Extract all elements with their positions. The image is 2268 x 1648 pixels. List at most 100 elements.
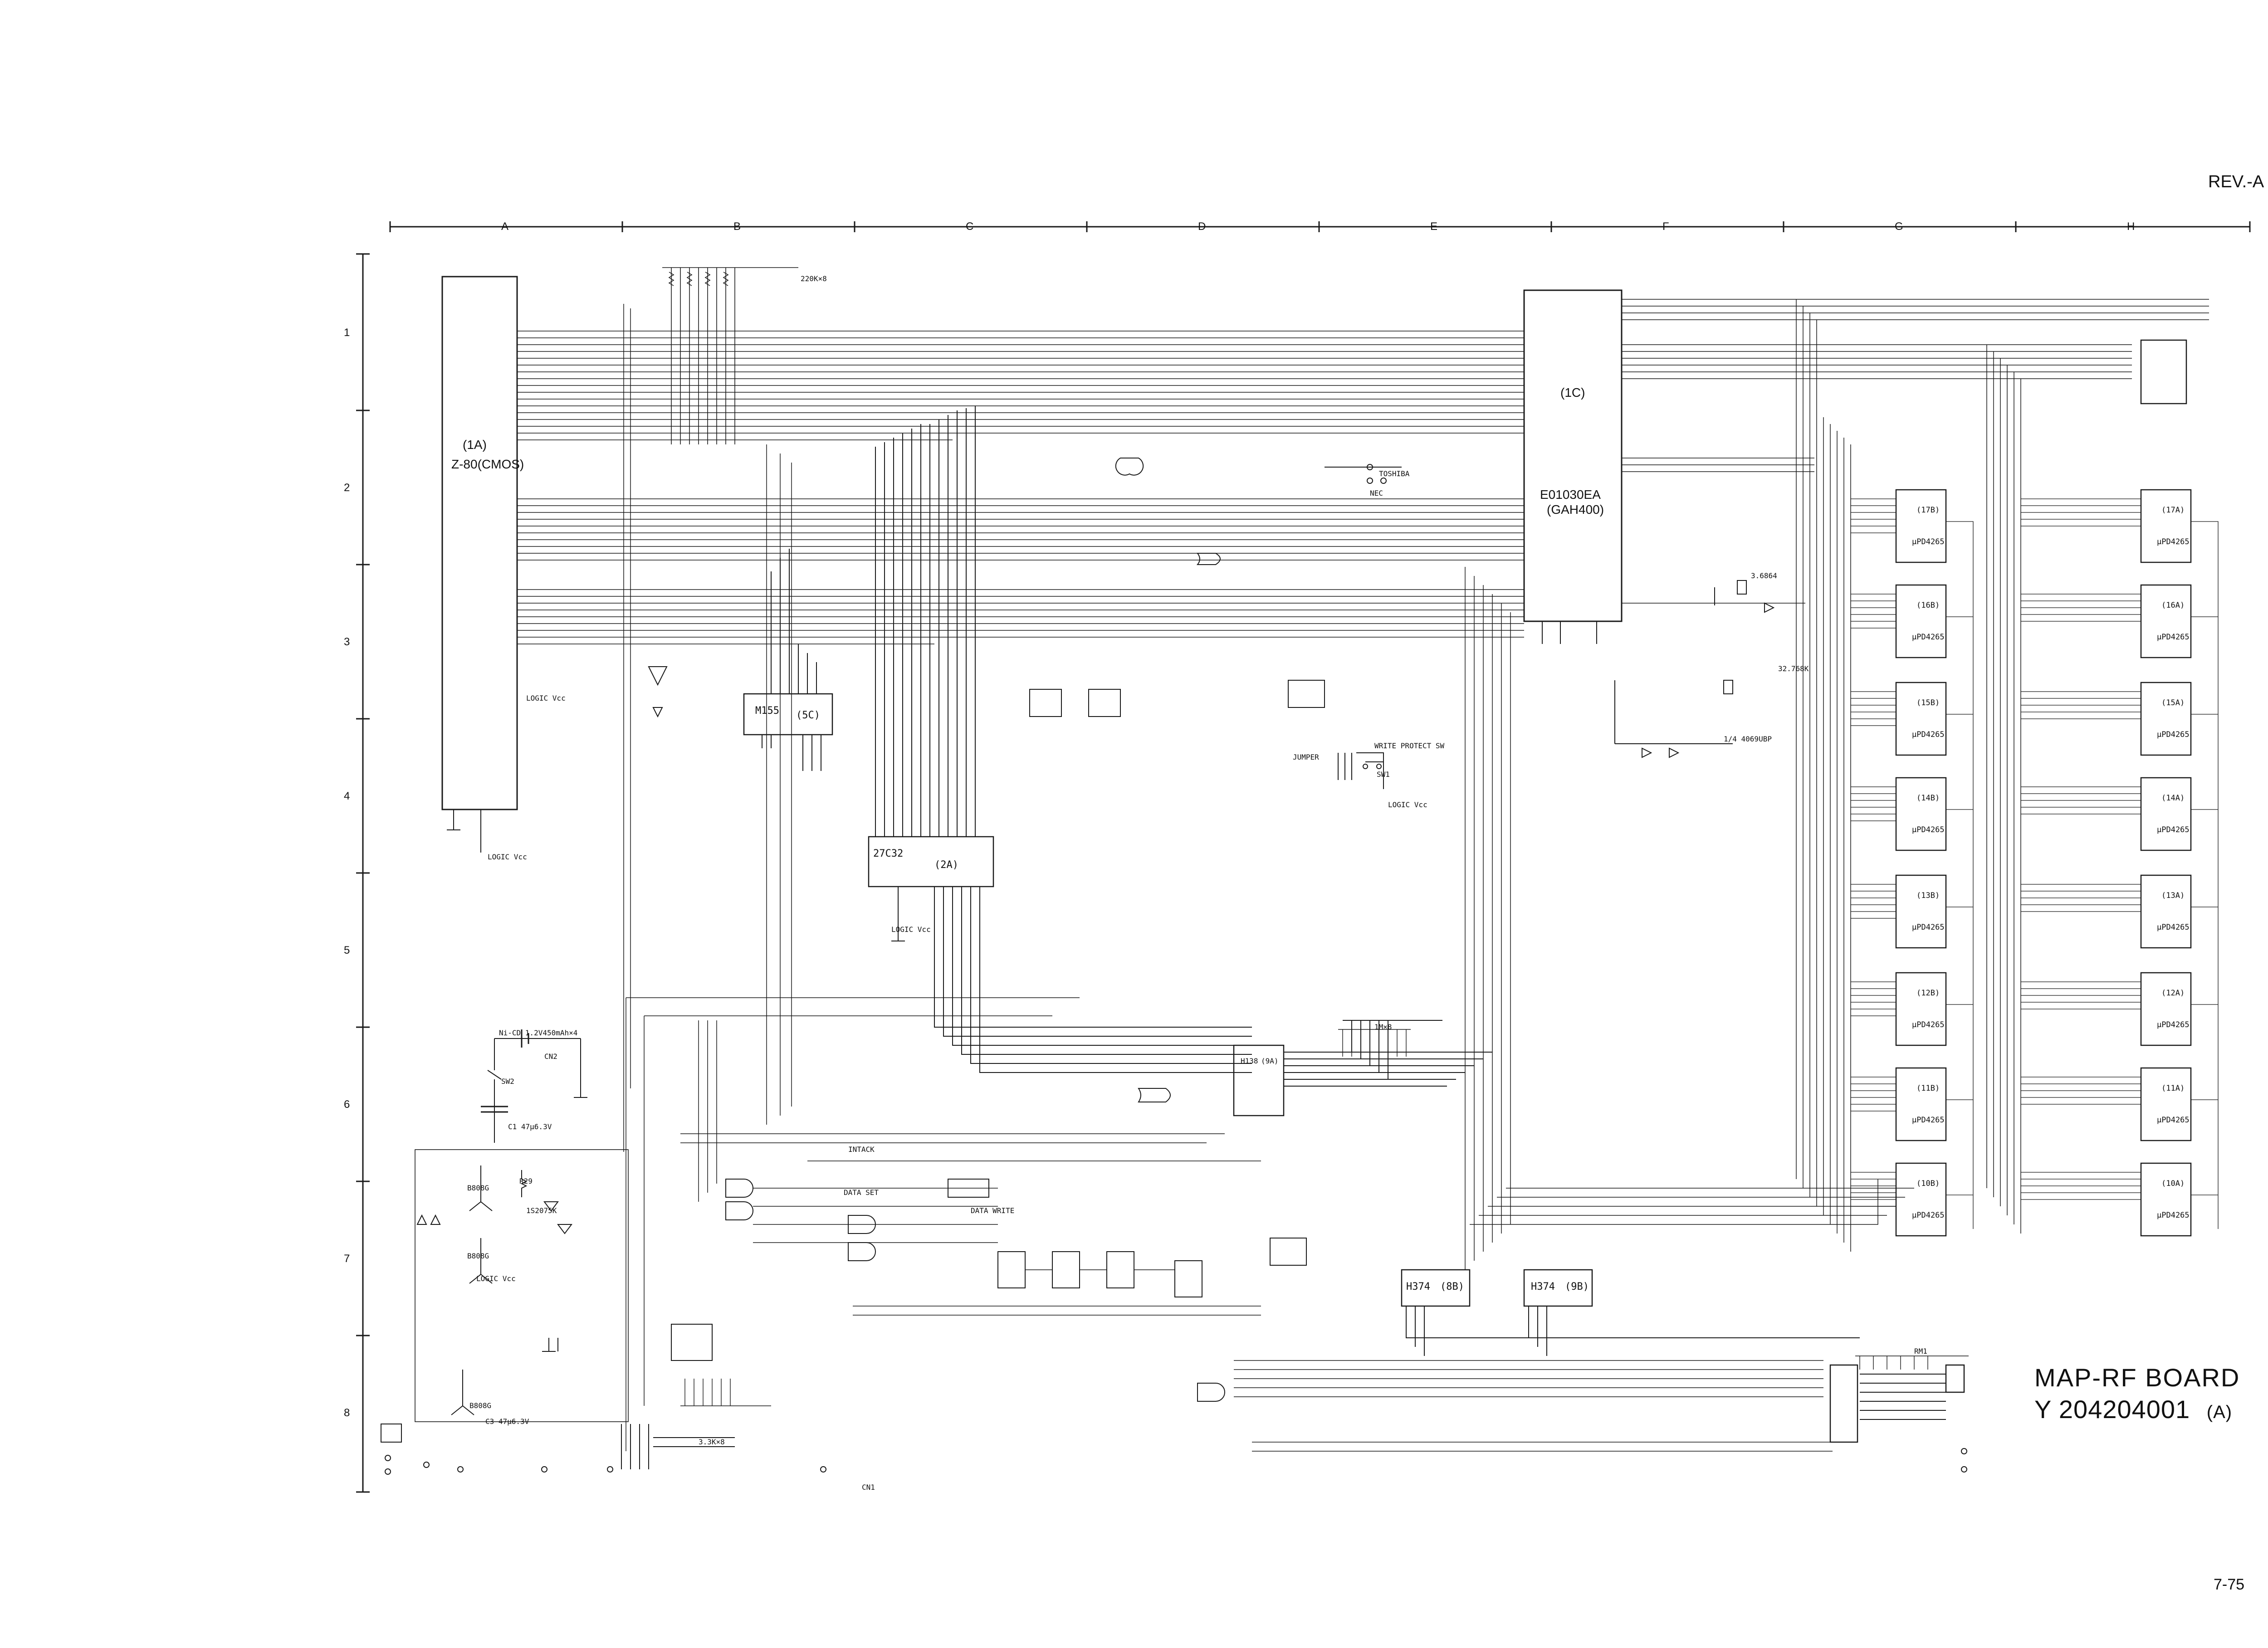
gate-array-ref: (1C) bbox=[1560, 385, 1585, 400]
ram-b-ref-2: (16B) bbox=[1916, 601, 1940, 610]
logic-gates-lower bbox=[671, 1179, 1307, 1402]
logic-vcc-label-4: LOGIC Vcc bbox=[1388, 800, 1427, 809]
ram-a-ref-1: (17A) bbox=[2161, 506, 2185, 515]
ic-latch-row bbox=[1401, 1269, 1965, 1443]
pio-ref: (5C) bbox=[796, 710, 820, 721]
nec-label: NEC bbox=[1370, 489, 1383, 497]
lower-interconnects bbox=[626, 997, 1833, 1452]
ic-5c-pio bbox=[743, 549, 833, 771]
ic-1c-gate-array bbox=[1523, 289, 1623, 644]
middle-vertical-bus bbox=[623, 304, 1914, 1270]
grid-col-c: C bbox=[966, 220, 974, 233]
ram-b-part-5: µPD4265 bbox=[1912, 923, 1945, 932]
ram-a-ref-8: (10A) bbox=[2161, 1179, 2185, 1188]
r29-label: R29 bbox=[519, 1177, 533, 1185]
ic-1a-cpu bbox=[441, 276, 518, 853]
xtal1-label: 3.6864 bbox=[1751, 571, 1777, 580]
ram-a-part-5: µPD4265 bbox=[2157, 923, 2190, 932]
grid-ruler-top bbox=[389, 221, 2251, 232]
gate-array-name: E01030EA bbox=[1540, 488, 1601, 502]
ram-b-part-2: µPD4265 bbox=[1912, 633, 1945, 642]
ram-b-part-6: µPD4265 bbox=[1912, 1020, 1945, 1029]
logic-gates-upper bbox=[648, 458, 1325, 718]
write-protect-label: WRITE PROTECT SW bbox=[1374, 741, 1445, 750]
grid-col-d: D bbox=[1198, 220, 1206, 233]
ram-a-part-8: µPD4265 bbox=[2157, 1211, 2190, 1220]
ic-4069-label: 1/4 4069UBP bbox=[1724, 735, 1772, 743]
rom-ref: (2A) bbox=[934, 859, 958, 871]
ram-a-ref-3: (15A) bbox=[2161, 698, 2185, 707]
grid-col-e: E bbox=[1430, 220, 1438, 233]
ram-a-part-4: µPD4265 bbox=[2157, 825, 2190, 834]
ram-b-part-7: µPD4265 bbox=[1912, 1116, 1945, 1125]
data-write-label: DATA WRITE bbox=[971, 1206, 1015, 1215]
logic-vcc-label-3: LOGIC Vcc bbox=[891, 925, 931, 934]
ram-vertical-bus-right bbox=[1986, 345, 2021, 1234]
ram-pin-stubs bbox=[1851, 498, 2219, 1229]
q2-label: B808G bbox=[467, 1252, 489, 1260]
grid-row-3: 3 bbox=[344, 636, 350, 648]
ram-a-ref-6: (12A) bbox=[2161, 989, 2185, 998]
grid-row-2: 2 bbox=[344, 482, 350, 494]
grid-col-h: H bbox=[2127, 220, 2135, 233]
ram-column-a bbox=[2140, 339, 2192, 1237]
rn-top-label: 220K×8 bbox=[801, 274, 827, 283]
ram-a-ref-4: (14A) bbox=[2161, 794, 2185, 803]
latch-9b-name: H374 bbox=[1531, 1281, 1555, 1292]
latch-8b-name: H374 bbox=[1406, 1281, 1430, 1292]
ram-a-part-2: µPD4265 bbox=[2157, 633, 2190, 642]
rnm-label: 3.3K×8 bbox=[699, 1438, 725, 1446]
ram-a-ref-2: (16A) bbox=[2161, 601, 2185, 610]
ram-b-ref-8: (10B) bbox=[1916, 1179, 1940, 1188]
decoder-ref: (9A) bbox=[1261, 1057, 1279, 1065]
q1-label: B808G bbox=[467, 1184, 489, 1192]
ram-b-part-8: µPD4265 bbox=[1912, 1211, 1945, 1220]
ram-b-ref-4: (14B) bbox=[1916, 794, 1940, 803]
latch-8b-ref: (8B) bbox=[1440, 1281, 1464, 1292]
cpu-address-bus bbox=[517, 331, 1524, 440]
ram-a-part-3: µPD4265 bbox=[2157, 730, 2190, 739]
rn-mid-label: 1M×8 bbox=[1374, 1023, 1392, 1031]
ram-address-bus bbox=[1622, 299, 2209, 604]
page-number: 7-75 bbox=[2214, 1576, 2245, 1593]
cn2-label: CN2 bbox=[544, 1052, 557, 1061]
jumper-label: JUMPER bbox=[1293, 753, 1319, 761]
ram-b-ref-5: (13B) bbox=[1916, 891, 1940, 900]
toshiba-label: TOSHIBA bbox=[1379, 469, 1410, 478]
xtal2-label: 32.768K bbox=[1778, 664, 1809, 673]
ram-vertical-bus-left bbox=[1796, 299, 1851, 1252]
resistor-networks-lower bbox=[680, 1029, 1969, 1406]
board-name: MAP-RF BOARD bbox=[2034, 1363, 2240, 1392]
decoder-name: H138 bbox=[1241, 1057, 1258, 1065]
grid-col-b: B bbox=[733, 220, 741, 233]
grid-row-5: 5 bbox=[344, 944, 350, 956]
q3-label: B808G bbox=[469, 1401, 492, 1410]
ram-a-ref-7: (11A) bbox=[2161, 1084, 2185, 1093]
revision-label: REV.-A bbox=[2208, 172, 2264, 191]
ram-b-ref-3: (15B) bbox=[1916, 698, 1940, 707]
sw2-label: SW2 bbox=[501, 1077, 514, 1086]
battery-label: Ni-CD 1.2V450mAh×4 bbox=[499, 1029, 578, 1037]
gate-array-alt: (GAH400) bbox=[1547, 502, 1604, 517]
grid-ruler-left bbox=[356, 253, 370, 1493]
data-set-label: DATA SET bbox=[844, 1188, 879, 1197]
grid-col-a: A bbox=[501, 220, 509, 233]
board-part-suffix: (A) bbox=[2206, 1402, 2233, 1422]
logic-vcc-label-5: LOGIC Vcc bbox=[476, 1274, 516, 1283]
grid-row-4: 4 bbox=[344, 790, 350, 802]
logic-vcc-label-2: LOGIC Vcc bbox=[488, 853, 527, 861]
grid-row-8: 8 bbox=[344, 1407, 350, 1419]
ram-b-part-4: µPD4265 bbox=[1912, 825, 1945, 834]
ram-b-part-1: µPD4265 bbox=[1912, 537, 1945, 546]
ic-2a-rom bbox=[868, 406, 1252, 1073]
intack-label: INTACK bbox=[848, 1145, 875, 1154]
ram-b-ref-1: (17B) bbox=[1916, 506, 1940, 515]
grid-row-1: 1 bbox=[344, 327, 350, 339]
ic-9a-decoder bbox=[1138, 1020, 1492, 1117]
ram-b-ref-7: (11B) bbox=[1916, 1084, 1940, 1093]
cn1-label: CN1 bbox=[862, 1483, 875, 1492]
cpu-data-bus bbox=[517, 589, 1524, 644]
latch-9b-ref: (9B) bbox=[1565, 1281, 1589, 1292]
d7-label: 1S2075K bbox=[526, 1206, 557, 1215]
power-section bbox=[415, 1029, 629, 1422]
